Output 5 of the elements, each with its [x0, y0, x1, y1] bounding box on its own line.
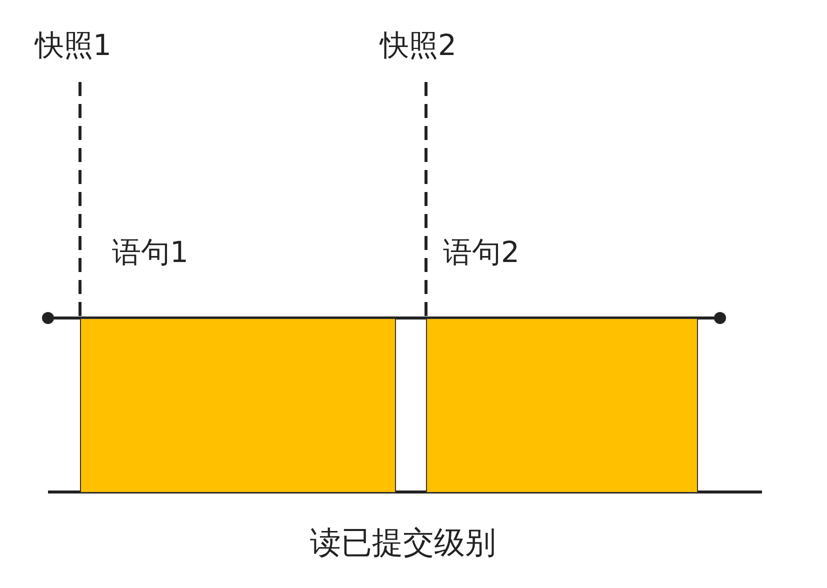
caption: 读已提交级别 — [310, 525, 496, 562]
statement-label: 语句1 — [112, 235, 188, 270]
snapshot-label: 快照1 — [35, 28, 112, 63]
statement-label: 语句2 — [443, 235, 520, 270]
snapshot-label: 快照2 — [380, 28, 456, 63]
